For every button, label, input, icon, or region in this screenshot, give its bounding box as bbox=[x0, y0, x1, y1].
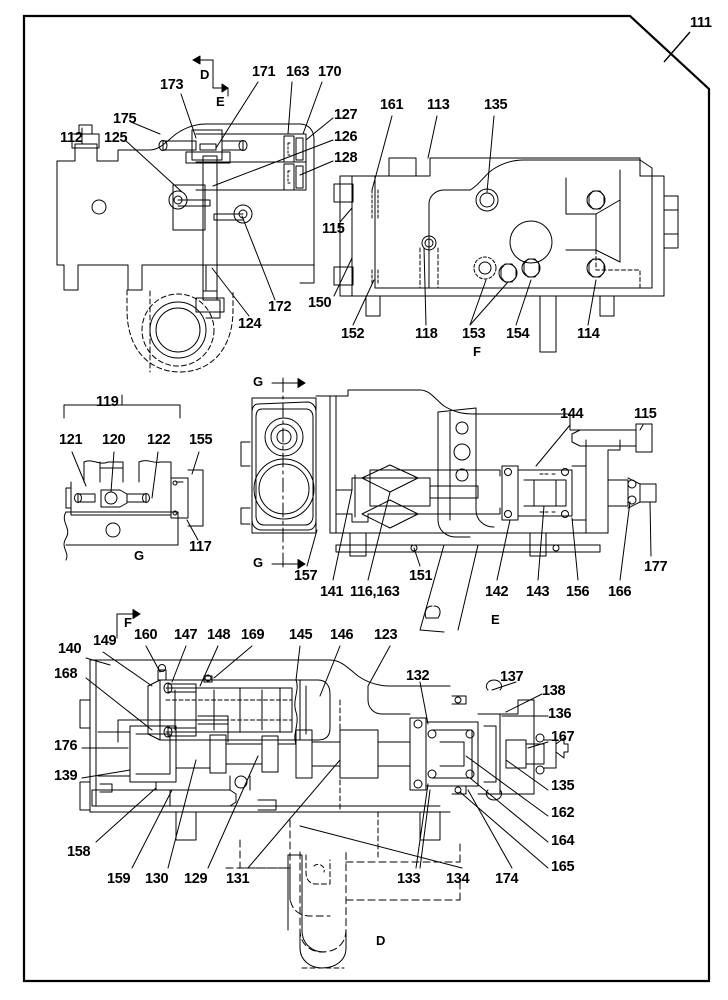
callout-152: 152 bbox=[341, 326, 365, 342]
callout-141: 141 bbox=[320, 584, 344, 600]
callout-129: 129 bbox=[184, 871, 208, 887]
view-top-right-assembly bbox=[333, 115, 679, 353]
callout-121: 121 bbox=[59, 432, 83, 448]
view-label-d-top: D bbox=[200, 67, 210, 82]
view-label-f-bottom: F bbox=[124, 615, 132, 630]
callout-115-upper: 115 bbox=[322, 221, 345, 237]
callout-139: 139 bbox=[54, 768, 78, 784]
callout-160: 160 bbox=[134, 627, 158, 643]
callout-133: 133 bbox=[397, 871, 421, 887]
callout-158: 158 bbox=[67, 844, 91, 860]
view-detail-g bbox=[63, 394, 204, 561]
callout-148: 148 bbox=[207, 627, 231, 643]
callout-173: 173 bbox=[160, 77, 184, 93]
callout-115-middle: 115 bbox=[634, 406, 657, 422]
callout-140: 140 bbox=[58, 641, 82, 657]
callout-134: 134 bbox=[446, 871, 470, 887]
callout-174: 174 bbox=[495, 871, 519, 887]
callout-167: 167 bbox=[551, 729, 575, 745]
callout-150: 150 bbox=[308, 295, 332, 311]
callout-120: 120 bbox=[102, 432, 126, 448]
view-label-d-bottom: D bbox=[376, 933, 386, 948]
callout-128: 128 bbox=[334, 150, 358, 166]
callout-156: 156 bbox=[566, 584, 590, 600]
callout-112: 112 bbox=[60, 130, 83, 146]
callout-163: 163 bbox=[286, 64, 310, 80]
callout-135: 135 bbox=[484, 97, 508, 113]
view-label-e-middle: E bbox=[491, 612, 500, 627]
view-label-e-top: E bbox=[216, 94, 225, 109]
callout-166: 166 bbox=[608, 584, 632, 600]
view-top-left-assembly bbox=[56, 55, 334, 373]
callout-114: 114 bbox=[577, 326, 600, 342]
callout-159: 159 bbox=[107, 871, 131, 887]
callout-175: 175 bbox=[113, 111, 137, 127]
callout-146: 146 bbox=[330, 627, 354, 643]
view-label-f-upper: F bbox=[473, 344, 481, 359]
callout-145: 145 bbox=[289, 627, 313, 643]
callout-168: 168 bbox=[54, 666, 78, 682]
callout-147: 147 bbox=[174, 627, 198, 643]
callout-143: 143 bbox=[526, 584, 550, 600]
view-label-g-arrow-bottom: G bbox=[253, 555, 264, 570]
callout-165: 165 bbox=[551, 859, 575, 875]
callout-131: 131 bbox=[226, 871, 250, 887]
view-label-g-detail: G bbox=[134, 548, 145, 563]
callout-144: 144 bbox=[560, 406, 584, 422]
callout-155: 155 bbox=[189, 432, 213, 448]
figure-number-111: 111 bbox=[690, 15, 712, 31]
callout-172: 172 bbox=[268, 299, 292, 315]
callout-138: 138 bbox=[542, 683, 566, 699]
callout-132: 132 bbox=[406, 668, 430, 684]
callout-176: 176 bbox=[54, 738, 78, 754]
callout-154: 154 bbox=[506, 326, 530, 342]
callout-135-lower: 135 bbox=[551, 778, 575, 794]
callout-177: 177 bbox=[644, 559, 668, 575]
callout-117: 117 bbox=[189, 539, 212, 555]
callout-118: 118 bbox=[415, 326, 438, 342]
view-label-g-arrow-top: G bbox=[253, 374, 264, 389]
callout-162: 162 bbox=[551, 805, 575, 821]
callout-127: 127 bbox=[334, 107, 358, 123]
callout-122: 122 bbox=[147, 432, 171, 448]
callout-123: 123 bbox=[374, 627, 398, 643]
callout-126: 126 bbox=[334, 129, 358, 145]
callout-130: 130 bbox=[145, 871, 169, 887]
callout-164: 164 bbox=[551, 833, 575, 849]
callout-171: 171 bbox=[252, 64, 276, 80]
callout-136: 136 bbox=[548, 706, 572, 722]
callout-137: 137 bbox=[500, 669, 524, 685]
callout-124: 124 bbox=[238, 316, 262, 332]
callout-119: 119 bbox=[96, 394, 119, 410]
callout-116-163: 116,163 bbox=[350, 584, 400, 600]
callout-169: 169 bbox=[241, 627, 265, 643]
callout-151: 151 bbox=[409, 568, 433, 584]
callout-149: 149 bbox=[93, 633, 117, 649]
callout-113: 113 bbox=[427, 97, 450, 113]
callout-125: 125 bbox=[104, 130, 128, 146]
callout-157: 157 bbox=[294, 568, 318, 584]
callout-170: 170 bbox=[318, 64, 342, 80]
view-middle-section bbox=[240, 377, 657, 633]
callout-142: 142 bbox=[485, 584, 509, 600]
view-bottom-section bbox=[79, 609, 569, 969]
callout-161: 161 bbox=[380, 97, 404, 113]
callout-153: 153 bbox=[462, 326, 486, 342]
